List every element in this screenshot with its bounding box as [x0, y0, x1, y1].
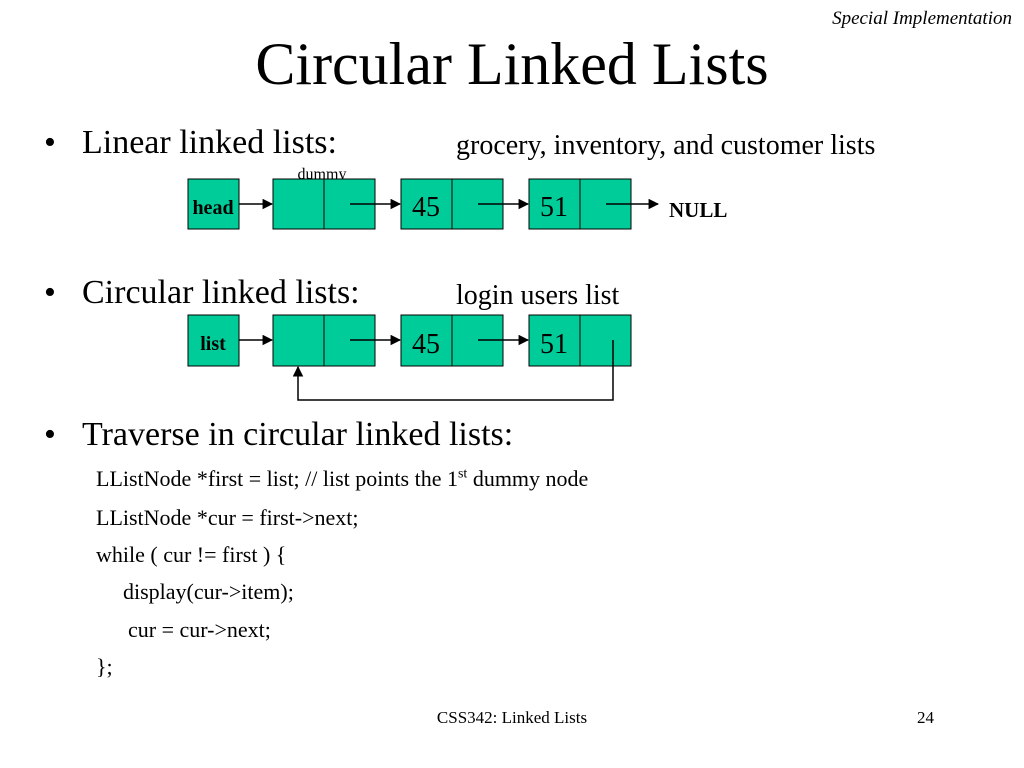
wraparound-arrow — [292, 340, 614, 401]
bullet-traverse-label: Traverse in circular linked lists: — [82, 416, 514, 453]
code-line: }; — [96, 654, 113, 679]
code-line: cur = cur->next; — [128, 617, 271, 642]
code-text: LListNode *first = list; // list points … — [96, 466, 458, 491]
node-51-data-cell — [528, 178, 581, 230]
footer-course-title: CSS342: Linked Lists — [436, 708, 588, 727]
linear-list-diagram: head dummy 45 51 NULL — [187, 166, 727, 230]
head-pointer-box — [187, 178, 240, 230]
node-51-value: 51 — [540, 329, 568, 360]
code-line: display(cur->item); — [123, 579, 294, 604]
node-51-next-cell — [579, 314, 632, 367]
node-45-data-cell — [400, 314, 453, 367]
code-line: LListNode *cur = first->next; — [96, 505, 359, 530]
dummy-node-data-cell — [272, 314, 325, 367]
bullet-marker: • — [44, 274, 56, 311]
page-number: 24 — [917, 708, 934, 727]
null-label: NULL — [669, 198, 727, 222]
head-pointer-label: head — [192, 197, 233, 219]
bullet-circular-label: Circular linked lists: — [82, 274, 360, 311]
slide-title: Circular Linked Lists — [255, 31, 769, 97]
list-pointer-label: list — [200, 333, 226, 355]
bullet-marker: • — [44, 124, 56, 161]
bullet-circular-example: login users list — [456, 280, 620, 311]
code-line: while ( cur != first ) { — [96, 542, 287, 567]
section-tag: Special Implementation — [832, 8, 1012, 29]
list-pointer-box — [187, 314, 240, 367]
node-45-value: 45 — [412, 192, 440, 223]
node-51-data-cell — [528, 314, 581, 367]
code-line: LListNode *first = list; // list points … — [96, 466, 588, 492]
bullet-marker: • — [44, 416, 56, 453]
circular-list-diagram: list dummy 45 51 — [187, 314, 632, 401]
node-51-value: 51 — [540, 192, 568, 223]
code-superscript: st — [457, 466, 468, 482]
node-45-data-cell — [400, 178, 453, 230]
dummy-node-data-cell — [272, 178, 325, 230]
node-45-value: 45 — [412, 329, 440, 360]
code-text: dummy node — [467, 466, 589, 491]
bullet-linear-label: Linear linked lists: — [82, 124, 337, 161]
bullet-linear-example: grocery, inventory, and customer lists — [456, 130, 876, 161]
